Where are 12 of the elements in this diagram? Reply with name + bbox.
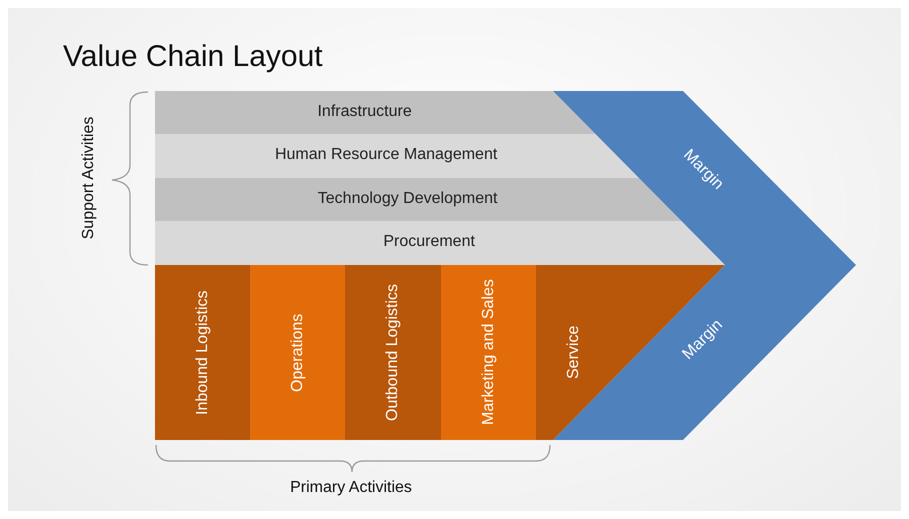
slide-title: Value Chain Layout [63, 40, 323, 74]
column-label: Service [564, 324, 582, 382]
bracket-label: Primary Activities [290, 479, 412, 497]
column-label: Outbound Logistics [383, 283, 402, 423]
bracket-label: Support Activities [80, 116, 98, 240]
band-label: Infrastructure [316, 102, 413, 120]
column-label: Marketing and Sales [478, 278, 498, 428]
column-label: Inbound Logistics [192, 289, 212, 417]
band-label: Procurement [382, 233, 476, 251]
band-label: Technology Development [316, 190, 498, 208]
band-label: Human Resource Management [274, 146, 498, 164]
column-label: Operations [288, 312, 306, 394]
